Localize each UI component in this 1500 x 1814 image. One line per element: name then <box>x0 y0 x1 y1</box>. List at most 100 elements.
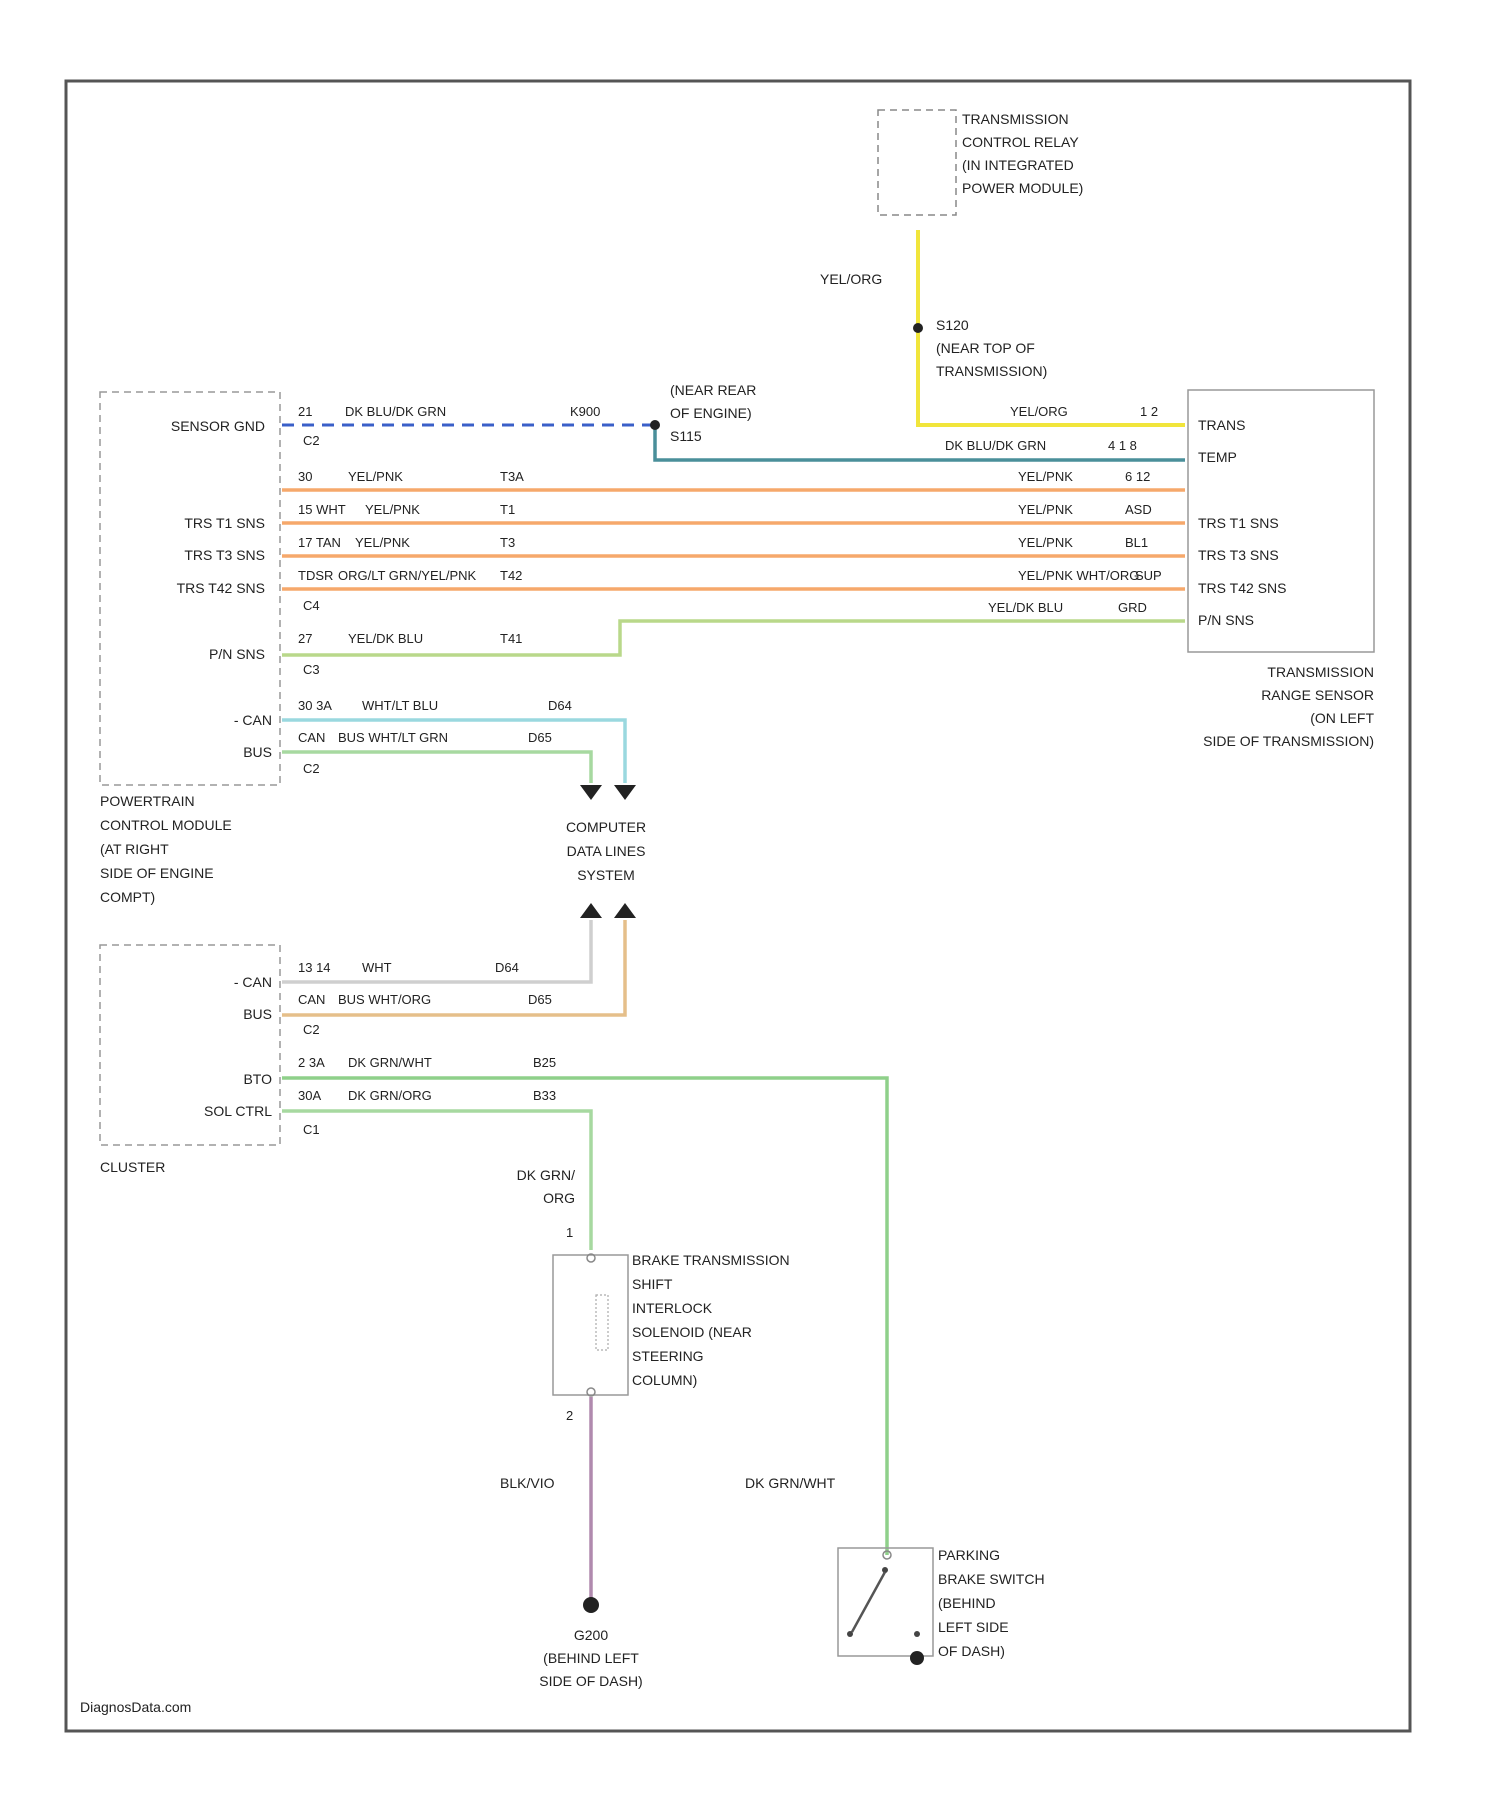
btsi-label-5: STEERING <box>632 1348 704 1364</box>
row4-trs-color: YEL/PNK WHT/ORG <box>1018 568 1139 583</box>
btsi-label-6: COLUMN) <box>632 1372 697 1388</box>
s120-splice-dot <box>913 323 923 333</box>
cl-can-color: WHT <box>362 960 392 975</box>
cluster: - CAN BUS BTO SOL CTRL CLUSTER C2 C1 <box>100 945 320 1175</box>
pcm-pin-can: - CAN <box>234 712 272 728</box>
pcm-title-5: COMPT) <box>100 889 155 905</box>
park-neutral-wire: 27 YEL/DK BLU T41 YEL/DK BLU GRD <box>282 600 1185 655</box>
dk-grn-org-label-2: ORG <box>543 1190 575 1206</box>
trs-pin-pn: P/N SNS <box>1198 612 1254 628</box>
g200-label-2: (BEHIND LEFT <box>543 1650 639 1666</box>
sol-color: DK GRN/ORG <box>348 1088 432 1103</box>
row2-circuit: T1 <box>500 502 515 517</box>
can-arrow-down-2 <box>614 785 636 800</box>
sol-pin: 30A <box>298 1088 321 1103</box>
row3-trs-color: YEL/PNK <box>1018 535 1073 550</box>
pcm-title-3: (AT RIGHT <box>100 841 169 857</box>
trs-title-1: TRANSMISSION <box>1267 664 1374 680</box>
btsi-label-1: BRAKE TRANSMISSION <box>632 1252 790 1268</box>
g200-label-1: G200 <box>574 1627 608 1643</box>
s120-label-3: TRANSMISSION) <box>936 363 1047 379</box>
pbs-label-3: (BEHIND <box>938 1595 996 1611</box>
trs-signal-wires: 30 YEL/PNK T3A YEL/PNK 6 12 15 WHT YEL/P… <box>282 469 1185 589</box>
pbs-ground-dot <box>910 1651 924 1665</box>
cluster-title: CLUSTER <box>100 1159 165 1175</box>
trs-pin-temp-num: 4 1 8 <box>1108 438 1137 453</box>
row3-trs-pin: BL1 <box>1125 535 1148 550</box>
sol-circuit: B33 <box>533 1088 556 1103</box>
row4-trs-pin: SUP <box>1135 568 1162 583</box>
cl-can-pin: 13 14 <box>298 960 331 975</box>
tcr-label-3: (IN INTEGRATED <box>962 157 1074 173</box>
dk-grn-org-label-1: DK GRN/ <box>517 1167 575 1183</box>
connector-c3: C3 <box>303 662 320 677</box>
tcr-label-4: POWER MODULE) <box>962 180 1083 196</box>
pcm-pin-bus: BUS <box>243 744 272 760</box>
sol-ctrl-wire: 30A DK GRN/ORG B33 DK GRN/ ORG 1 <box>282 1088 591 1250</box>
brake-transmission-shift-interlock-solenoid: BRAKE TRANSMISSION SHIFT INTERLOCK SOLEN… <box>553 1252 790 1423</box>
pn-pin: 27 <box>298 631 312 646</box>
trs-yel-org-label: YEL/ORG <box>1010 404 1068 419</box>
pcm-pin-21: 21 <box>298 404 312 419</box>
btsi-pin-1: 1 <box>566 1225 573 1240</box>
pcm-title-4: SIDE OF ENGINE <box>100 865 214 881</box>
s115-label-3: S115 <box>670 428 702 444</box>
bto-circuit: B25 <box>533 1055 556 1070</box>
row4-color: ORG/LT GRN/YEL/PNK <box>338 568 477 583</box>
circuit-k900: K900 <box>570 404 600 419</box>
btsi-label-2: SHIFT <box>632 1276 673 1292</box>
bto-wire: 2 3A DK GRN/WHT B25 DK GRN/WHT <box>282 1055 887 1555</box>
cl-bus-color: BUS WHT/ORG <box>338 992 431 1007</box>
pcm-can-circuit: D64 <box>548 698 572 713</box>
trs-pin-t1: TRS T1 SNS <box>1198 515 1279 531</box>
s120-label-2: (NEAR TOP OF <box>936 340 1035 356</box>
parking-brake-switch: PARKING BRAKE SWITCH (BEHIND LEFT SIDE O… <box>838 1547 1045 1665</box>
connector-c4: C4 <box>303 598 320 613</box>
transmission-control-relay: TRANSMISSION CONTROL RELAY (IN INTEGRATE… <box>878 110 1083 215</box>
ground-wire: BLK/VIO G200 (BEHIND LEFT SIDE OF DASH) <box>500 1397 643 1689</box>
can-arrow-up-2 <box>614 903 636 918</box>
s115-label-1: (NEAR REAR <box>670 382 756 398</box>
dk-grn-wht-label: DK GRN/WHT <box>745 1475 836 1491</box>
pcm-can-color: WHT/LT BLU <box>362 698 438 713</box>
pcm-can-bus-wires: 30 3A WHT/LT BLU D64 CAN BUS WHT/LT GRN … <box>282 698 636 800</box>
row2-trs-pin: ASD <box>1125 502 1152 517</box>
cluster-connector-c2: C2 <box>303 1022 320 1037</box>
pcm-bus-color: BUS WHT/LT GRN <box>338 730 448 745</box>
s115-label-2: OF ENGINE) <box>670 405 752 421</box>
sensor-ground-wire: 21 DK BLU/DK GRN K900 (NEAR REAR OF ENGI… <box>282 382 1185 460</box>
row1-trs-color: YEL/PNK <box>1018 469 1073 484</box>
row1-color: YEL/PNK <box>348 469 403 484</box>
pbs-label-4: LEFT SIDE <box>938 1619 1009 1635</box>
row1-circuit: T3A <box>500 469 524 484</box>
btsi-pin-2: 2 <box>566 1408 573 1423</box>
pcm-title-1: POWERTRAIN <box>100 793 195 809</box>
switch-blade <box>852 1572 885 1632</box>
row2-pin: 15 WHT <box>298 502 346 517</box>
pcm-pin-sensor-gnd: SENSOR GND <box>171 418 265 434</box>
row3-color: YEL/PNK <box>355 535 410 550</box>
bto-pin: 2 3A <box>298 1055 325 1070</box>
trs-pin-trans-num: 1 2 <box>1140 404 1158 419</box>
trs-pin-t42: TRS T42 SNS <box>1198 580 1286 596</box>
pcm-dk-blu-grn: DK BLU/DK GRN <box>345 404 446 419</box>
can-arrow-down-1 <box>580 785 602 800</box>
cl-bus-pin: CAN <box>298 992 325 1007</box>
powertrain-control-module: SENSOR GND TRS T1 SNS TRS T3 SNS TRS T42… <box>100 392 320 905</box>
trs-title-3: (ON LEFT <box>1310 710 1374 726</box>
trs-pn-color: YEL/DK BLU <box>988 600 1063 615</box>
pcm-bus-circuit: D65 <box>528 730 552 745</box>
pbs-label-2: BRAKE SWITCH <box>938 1571 1045 1587</box>
yel-org-label-top: YEL/ORG <box>820 271 882 287</box>
pcm-can-pin: 30 3A <box>298 698 332 713</box>
cluster-can-bus-wires: 13 14 WHT D64 CAN BUS WHT/ORG D65 <box>282 903 636 1015</box>
cl-bus-circuit: D65 <box>528 992 552 1007</box>
trs-pin-trans: TRANS <box>1198 417 1245 433</box>
tcr-label-1: TRANSMISSION <box>962 111 1069 127</box>
connector-c2-a: C2 <box>303 433 320 448</box>
trs-pin-temp: TEMP <box>1198 449 1237 465</box>
cdl-label-2: DATA LINES <box>567 843 646 859</box>
diagram-frame <box>66 81 1410 1731</box>
g200-ground-dot <box>583 1597 599 1613</box>
